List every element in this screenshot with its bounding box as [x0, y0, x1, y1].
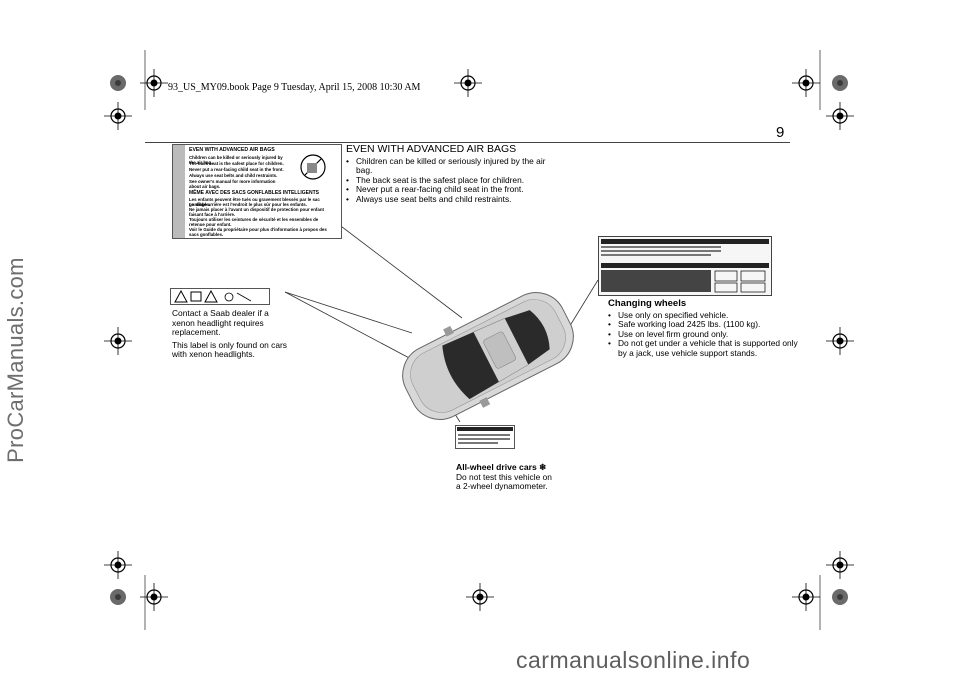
list-item: Use only on specified vehicle. — [608, 310, 798, 321]
label-en-item: Children can be killed or seriously inju… — [189, 155, 283, 166]
wheels-heading: Changing wheels — [608, 298, 687, 309]
xenon-paragraph: Contact a Saab dealer if a xenon headlig… — [172, 308, 269, 338]
header-rule — [145, 142, 790, 143]
label-fr-item: Voir le Guide du propriétaire pour plus … — [189, 227, 327, 238]
awd-text: Do not test this vehicle on a 2-wheel dy… — [456, 471, 552, 492]
side-watermark: ProCarManuals.com — [3, 257, 28, 463]
wheel-label-graphic — [601, 239, 769, 293]
wheel-change-label-image — [598, 236, 772, 296]
label-fr-item: Toujours utiliser les ceintures de sécur… — [189, 217, 319, 228]
label-en-heading: EVEN WITH ADVANCED AIR BAGS — [189, 147, 275, 153]
list-item: Use on level firm ground only. — [608, 329, 798, 340]
label-fr-heading: MÊME AVEC DES SACS GONFLABLES INTELLIGEN… — [189, 190, 320, 196]
list-item: Always use seat belts and child restrain… — [346, 194, 546, 205]
awd-label-graphic — [457, 427, 513, 444]
xenon-paragraph: This label is only found on cars with xe… — [172, 339, 287, 360]
bottom-watermark: carmanualsonline.info — [516, 647, 751, 673]
label-en-item: Never put a rear-facing child seat in th… — [189, 167, 284, 172]
airbag-warning-label: EVEN WITH ADVANCED AIR BAGS Children can… — [172, 144, 342, 239]
list-item: Children can be killed or seriously inju… — [346, 156, 546, 176]
awd-text-block: All-wheel drive cars ❄ Do not test this … — [456, 462, 556, 495]
list-item: Do not get under a vehicle that is suppo… — [608, 339, 798, 358]
airbag-text-list: Children can be killed or seriously inju… — [346, 156, 546, 205]
xenon-text: Contact a Saab dealer if a xenon headlig… — [172, 308, 287, 363]
label-en-item: Always use seat belts and child restrain… — [189, 173, 278, 178]
xenon-warning-icons — [174, 289, 252, 303]
print-header: 93_US_MY09.book Page 9 Tuesday, April 15… — [168, 82, 421, 93]
label-en-item: See owner's manual for more information … — [189, 179, 276, 190]
label-fr-item: Ne jamais placer à l'avant un dispositif… — [189, 207, 324, 218]
label-fr-item: Les enfants peuvent être tués ou graveme… — [189, 197, 320, 208]
awd-heading-line: All-wheel drive cars ❄ — [456, 462, 556, 473]
xenon-label-image — [170, 288, 270, 305]
label-en-item: The back seat is the safest place for ch… — [189, 161, 284, 166]
child-seat-icon — [300, 154, 326, 180]
airbag-text-heading: EVEN WITH ADVANCED AIR BAGS — [346, 143, 517, 155]
label-side-bar — [173, 145, 185, 238]
wheels-list: Use only on specified vehicle. Safe work… — [608, 310, 798, 359]
page-number: 9 — [776, 124, 785, 141]
label-fr-item: Le siège arrière est l'endroit le plus s… — [189, 202, 307, 207]
list-item: Never put a rear-facing child seat in th… — [346, 185, 546, 195]
snowflake-icon: ❄ — [539, 462, 547, 472]
awd-label-image — [455, 425, 515, 449]
airbag-text-block: EVEN WITH ADVANCED AIR BAGS Children can… — [346, 143, 546, 205]
list-item: The back seat is the safest place for ch… — [346, 175, 546, 186]
wheels-text-block: Changing wheels Use only on specified ve… — [608, 299, 798, 359]
awd-heading: All-wheel drive cars — [456, 462, 537, 472]
list-item: Safe working load 2425 lbs. (1100 kg). — [608, 320, 798, 330]
